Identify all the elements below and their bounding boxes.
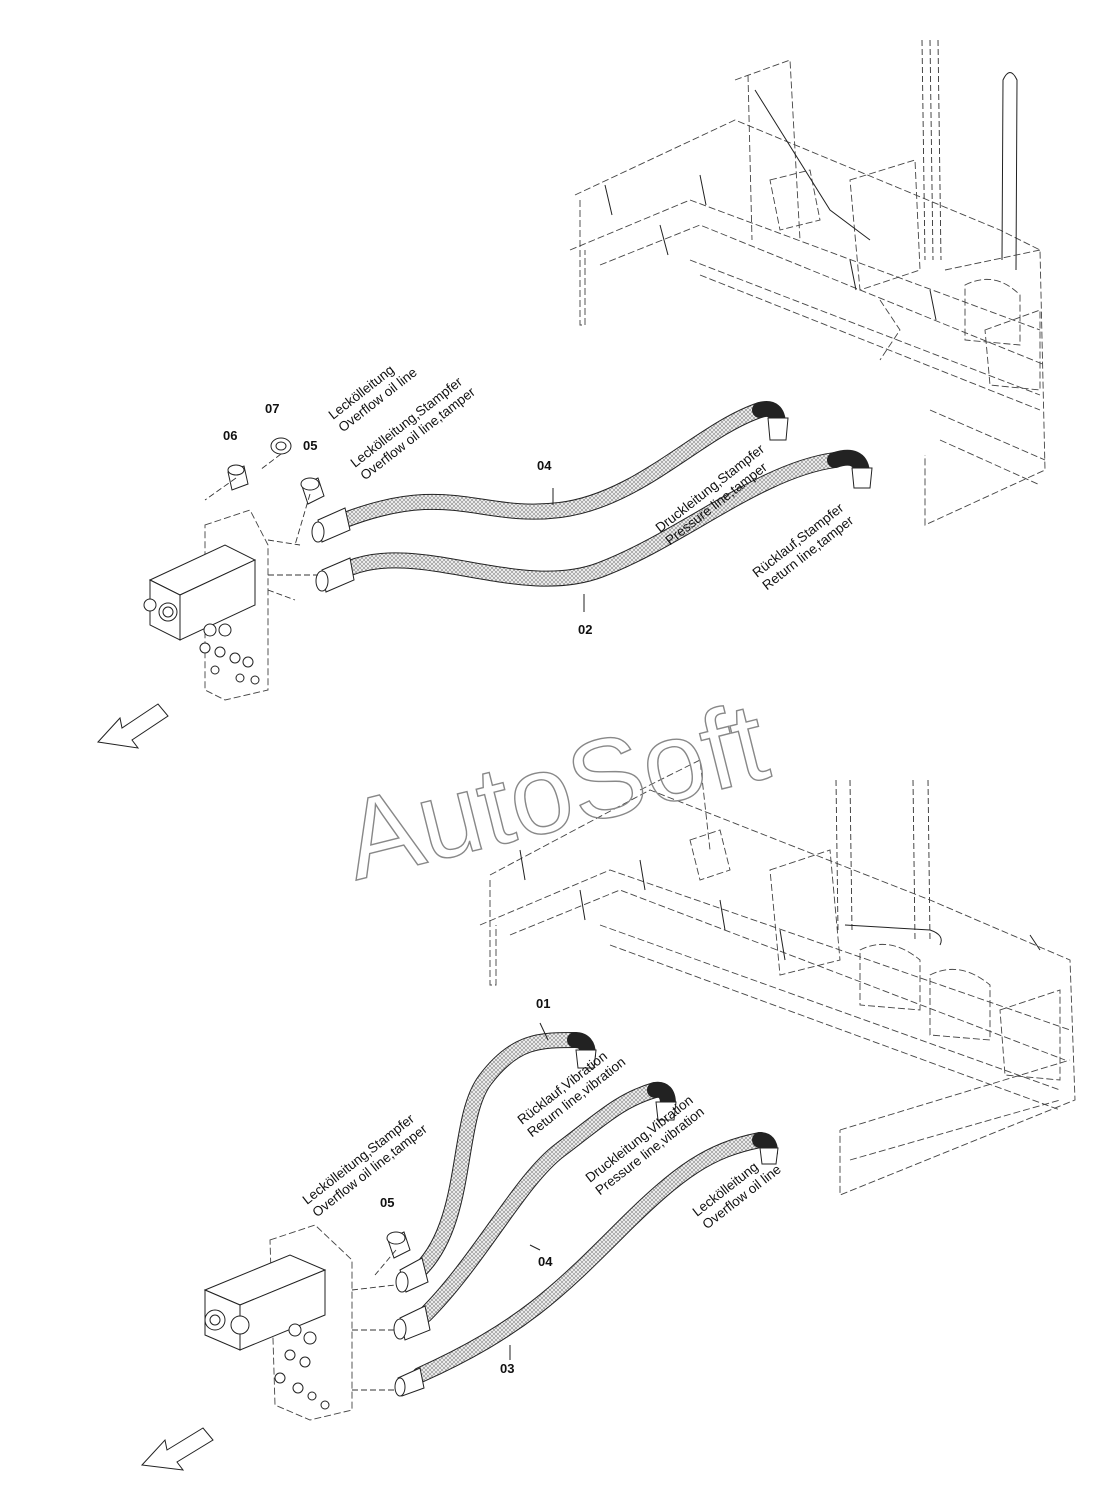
part-07-seal[interactable]: [270, 437, 292, 455]
bottom-hose-03[interactable]: [394, 1132, 779, 1397]
part-05-nut-bottom[interactable]: [386, 1231, 411, 1259]
bottom-label-return-vibration: Rücklauf,Vibration Return line,vibration: [515, 1048, 629, 1140]
part-number-04-top: 04: [537, 458, 552, 473]
part-05-nut-top[interactable]: [300, 477, 325, 505]
part-number-07-top: 07: [265, 401, 279, 416]
part-06-cap[interactable]: [227, 464, 249, 491]
part-number-01-bottom: 01: [536, 996, 550, 1011]
part-number-05-bottom: 05: [380, 1195, 394, 1210]
part-number-03-bottom: 03: [500, 1361, 514, 1376]
label-overflow-tamper-de-b: Leckölleitung,Stampfer: [300, 1111, 418, 1208]
bottom-label-pressure-vibration: Druckleitung,Vibration Pressure line,vib…: [583, 1092, 707, 1198]
part-number-06-top: 06: [223, 428, 237, 443]
bottom-hose-04[interactable]: [393, 1081, 677, 1341]
label-overflow-tamper-en-b: Overflow oil line,tamper: [309, 1121, 430, 1220]
bottom-valve-block: [203, 1224, 353, 1421]
direction-arrow-icon: [96, 703, 169, 749]
part-number-04-bottom: 04: [538, 1254, 553, 1269]
watermark: AutoSoft: [331, 678, 778, 903]
top-hose-02[interactable]: [315, 449, 873, 593]
part-number-02-top: 02: [578, 622, 592, 637]
top-label-return-tamper: Rücklauf,Stampfer Return line,tamper: [750, 500, 857, 593]
top-hose-04[interactable]: [311, 401, 789, 543]
top-valve-block: [143, 509, 269, 701]
top-screed-frame: [569, 39, 1046, 526]
direction-arrow-icon: [140, 1427, 214, 1471]
bottom-hose-01[interactable]: [395, 1032, 597, 1293]
bottom-screed-frame: [479, 759, 1076, 1196]
part-number-05-top: 05: [303, 438, 317, 453]
bottom-label-overflow-tamper: Leckölleitung,Stampfer Overflow oil line…: [300, 1111, 431, 1220]
